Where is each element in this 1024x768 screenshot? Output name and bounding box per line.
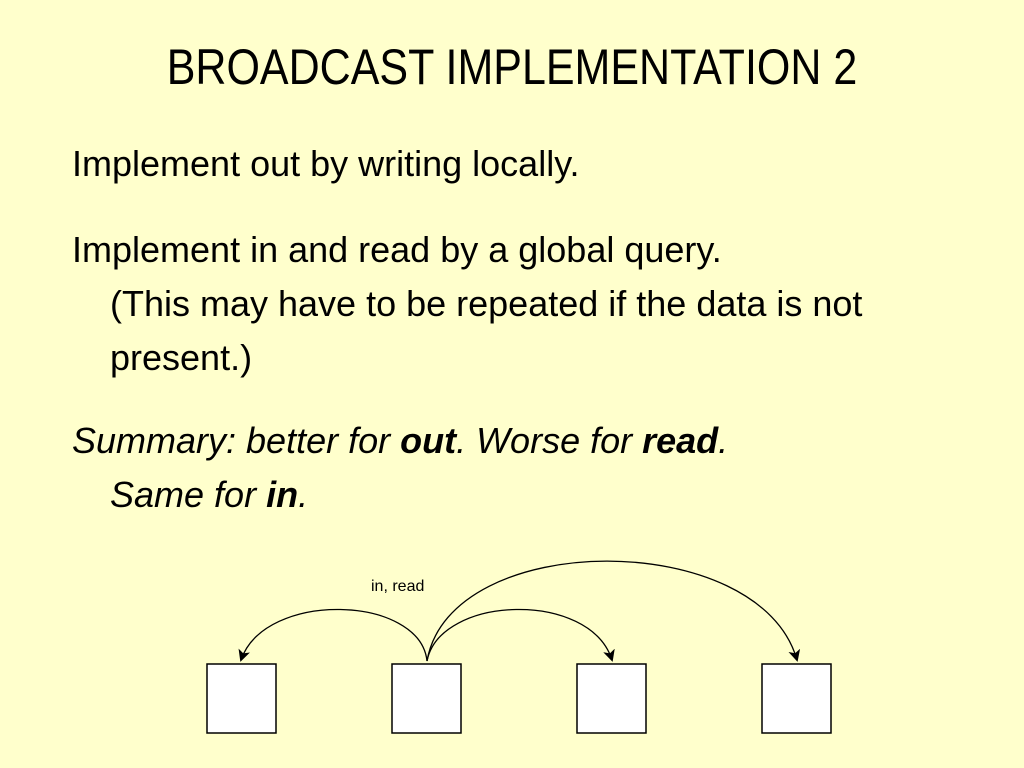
summary-period: .: [718, 420, 729, 461]
node-box-1: [206, 663, 277, 734]
summary-read-keyword: read: [642, 420, 719, 461]
paragraph-line: Implement in and read by a global query.: [72, 229, 722, 270]
slide-title: BROADCAST IMPLEMENTATION 2: [166, 39, 858, 95]
node-box-3: [576, 663, 647, 734]
summary-prefix: Summary: better for: [72, 420, 401, 461]
paragraph-continuation: (This may have to be repeated if the dat…: [110, 283, 863, 378]
paragraph-global-query: Implement in and read by a global query.…: [72, 223, 972, 385]
summary-end-period: .: [298, 474, 309, 515]
summary-in-keyword: in: [266, 474, 299, 515]
summary-out-keyword: out: [400, 420, 457, 461]
summary-text: Summary: better for out. Worse for read.…: [72, 414, 972, 522]
arrow-to-node-1: [238, 608, 428, 662]
paragraph-text: Implement in and read by a global query.…: [72, 223, 972, 385]
paragraph-write-locally: Implement out by writing locally.: [72, 137, 972, 191]
arrow-to-node-4: [426, 560, 801, 662]
arrow-to-node-3: [426, 608, 615, 662]
summary-same-for: Same for: [110, 474, 267, 515]
node-box-2: [391, 663, 462, 734]
paragraph-summary: Summary: better for out. Worse for read.…: [72, 414, 972, 522]
paragraph-text: Implement out by writing locally.: [72, 143, 580, 184]
summary-middle: . Worse for: [456, 420, 643, 461]
node-box-4: [761, 663, 832, 734]
arc-label: in, read: [371, 578, 424, 595]
